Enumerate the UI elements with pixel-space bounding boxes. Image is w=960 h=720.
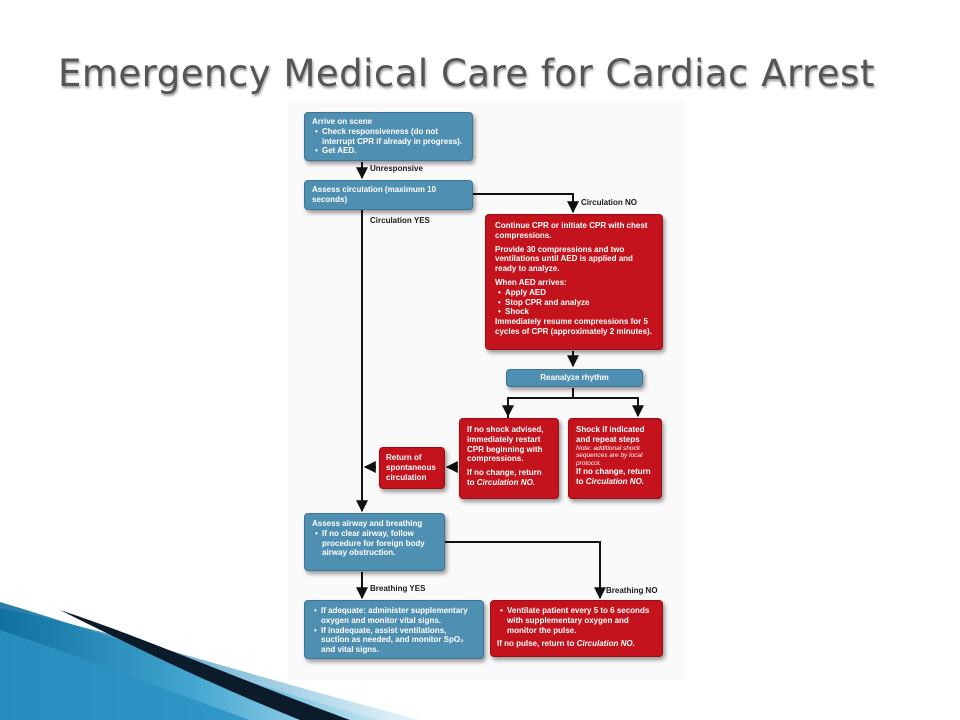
- breathing-yes-box: If adequate: administer supplementary ox…: [304, 600, 484, 659]
- breathing-no-item: Ventilate patient every 5 to 6 seconds w…: [497, 606, 656, 635]
- breathing-no-label: Breathing NO: [606, 586, 658, 595]
- assess-airway-box: Assess airway and breathing If no clear …: [304, 513, 445, 571]
- circulation-no-label: Circulation NO: [581, 198, 638, 207]
- no-shock-return: If no change, return to Circulation NO.: [467, 468, 542, 487]
- breathing-yes-list: If adequate: administer supplementary ox…: [311, 606, 477, 655]
- aed-steps-list: Apply AED Stop CPR and analyze Shock: [495, 288, 653, 317]
- flowchart: Arrive on scene Check responsiveness (do…: [288, 100, 685, 680]
- shock-box: Shock if indicated and repeat steps Note…: [568, 418, 662, 499]
- cpr-text: Continue CPR or initiate CPR with chest …: [495, 221, 648, 240]
- assess-circulation-box: Assess circulation (maximum 10 seconds): [304, 180, 473, 210]
- reanalyze-text: Reanalyze rhythm: [540, 373, 609, 382]
- arrive-on-scene-box: Arrive on scene Check responsiveness (do…: [304, 112, 473, 161]
- shock-note: Note: additional shock sequences are by …: [576, 444, 643, 467]
- cpr-instructions-box: Continue CPR or initiate CPR with chest …: [485, 214, 663, 350]
- arrow-circulation-no: [472, 193, 579, 214]
- no-shock-text: If no shock advised, immediately restart…: [467, 425, 544, 464]
- cpr-text: Provide 30 compressions and two ventilat…: [495, 244, 633, 274]
- circulation-yes-label: Circulation YES: [370, 216, 430, 225]
- unresponsive-label: Unresponsive: [370, 164, 423, 173]
- arrow-split-branches: [507, 397, 644, 418]
- breathing-no-return: If no pulse, return to Circulation NO.: [497, 639, 635, 649]
- arrive-item: Check responsiveness (do not interrupt C…: [312, 127, 465, 147]
- reanalyze-rhythm-box: Reanalyze rhythm: [506, 369, 643, 387]
- assess-circulation-text: Assess circulation (maximum 10 seconds): [312, 185, 437, 204]
- aed-step: Shock: [495, 307, 653, 317]
- breathing-yes-item: If inadequate, assist ventilations, suct…: [311, 626, 477, 655]
- shock-text: Shock if indicated and repeat steps: [576, 425, 645, 444]
- breathing-no-list: Ventilate patient every 5 to 6 seconds w…: [497, 606, 656, 635]
- arrive-item: Get AED.: [312, 146, 465, 156]
- arrow-breathing-no: [445, 541, 606, 600]
- arrive-list: Check responsiveness (do not interrupt C…: [312, 127, 465, 156]
- shock-return: If no change, return to Circulation NO.: [576, 467, 651, 486]
- arrive-title: Arrive on scene: [312, 117, 373, 126]
- slide-title: Emergency Medical Care for Cardiac Arres…: [58, 52, 875, 95]
- flowchart-connectors: [356, 162, 644, 600]
- rosc-box: Return of spontaneous circulation: [379, 447, 445, 489]
- breathing-yes-label: Breathing YES: [370, 584, 426, 593]
- assess-airway-item: If no clear airway, follow procedure for…: [312, 529, 437, 558]
- assess-airway-list: If no clear airway, follow procedure for…: [312, 529, 437, 558]
- cpr-text: When AED arrives:: [495, 277, 567, 287]
- rosc-text: Return of spontaneous circulation: [386, 453, 436, 482]
- assess-airway-title: Assess airway and breathing: [312, 519, 423, 528]
- aed-step: Stop CPR and analyze: [495, 298, 653, 308]
- cpr-text: Immediately resume compressions for 5 cy…: [495, 317, 652, 336]
- decorative-swoosh: [0, 602, 420, 720]
- aed-step: Apply AED: [495, 288, 653, 298]
- breathing-yes-item: If adequate: administer supplementary ox…: [311, 606, 477, 626]
- no-shock-box: If no shock advised, immediately restart…: [459, 418, 559, 499]
- breathing-no-box: Ventilate patient every 5 to 6 seconds w…: [490, 600, 663, 657]
